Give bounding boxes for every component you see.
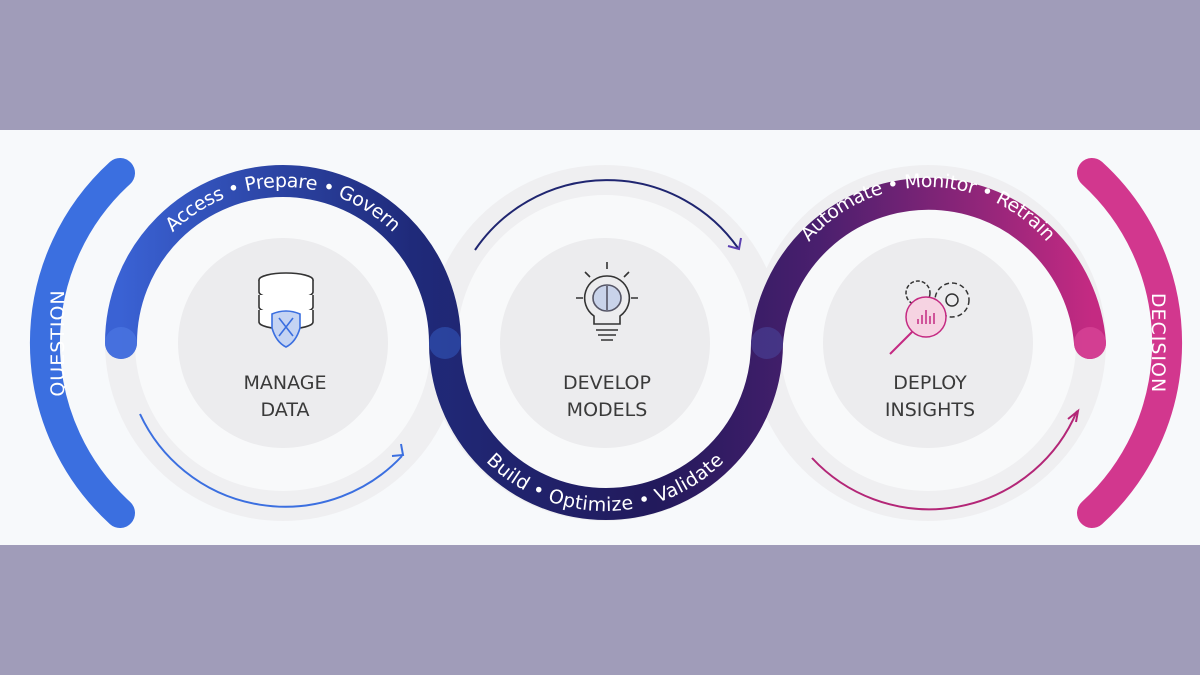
- manage-data-title: MANAGE: [244, 372, 327, 394]
- develop-models-title: DEVELOP: [563, 372, 651, 394]
- band-node: [105, 327, 137, 359]
- band-node: [429, 327, 461, 359]
- band-node: [751, 327, 783, 359]
- lifecycle-diagram: QUESTION DECISION Access • Prepare • Gov…: [0, 130, 1200, 545]
- gears-magnifier-icon: [889, 280, 970, 355]
- decision-label: DECISION: [1147, 293, 1169, 393]
- deploy-insights-title: DEPLOY: [893, 372, 967, 394]
- question-label: QUESTION: [47, 289, 69, 396]
- background-disks: [105, 165, 1106, 521]
- deploy-insights-title: INSIGHTS: [885, 399, 975, 421]
- decision-arc: [1077, 158, 1182, 528]
- flow-arrow-icon: [139, 179, 1080, 511]
- band-node: [1074, 327, 1106, 359]
- diagram-canvas: QUESTION DECISION Access • Prepare • Gov…: [30, 158, 1182, 528]
- question-arc: [30, 158, 135, 528]
- lifecycle-band: [105, 165, 1106, 520]
- database-shield-icon: [258, 272, 314, 348]
- lightbulb-brain-icon: [576, 262, 638, 341]
- develop-models-title: MODELS: [567, 399, 648, 421]
- manage-data-title: DATA: [261, 399, 310, 421]
